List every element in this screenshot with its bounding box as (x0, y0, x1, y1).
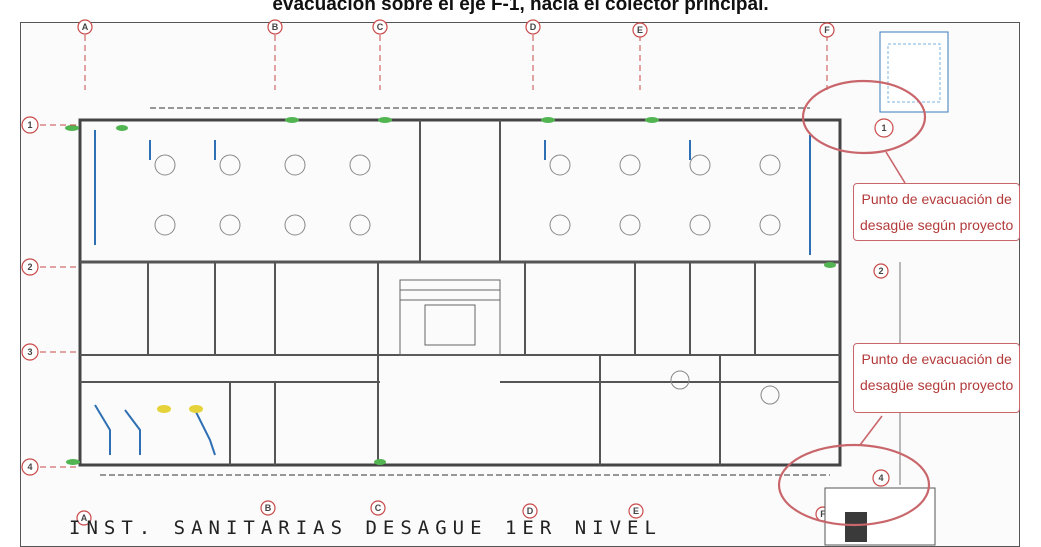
callout-evacuation-top: Punto de evacuación de desagüe según pro… (853, 183, 1021, 241)
axis-label: B (265, 503, 272, 513)
callout-evacuation-bottom: Punto de evacuación de desagüe según pro… (853, 343, 1021, 413)
title-block (824, 487, 936, 546)
axis-label: 4 (27, 462, 32, 472)
axis-label: E (633, 506, 639, 516)
drain-pipes (94, 130, 811, 456)
axis-label: A (81, 513, 88, 523)
axis-label: F (824, 25, 830, 35)
drawing-sheet (20, 22, 1020, 547)
axis-label: 1 (881, 123, 886, 133)
stair (399, 279, 501, 356)
axis-label: B (272, 22, 279, 32)
callout-line: desagüe según proyecto (860, 217, 1014, 233)
drawing-title: INST. SANITARIAS DESAGUE 1ER NIVEL (69, 517, 662, 539)
legend-block (879, 31, 949, 113)
axis-label: 2 (27, 262, 32, 272)
header-text: evacuación sobre el eje F-1, hacia el co… (272, 0, 769, 15)
green-markers (65, 117, 836, 465)
building-outline (78, 118, 842, 467)
callout-line: Punto de evacuación de (861, 191, 1012, 207)
highlight-ellipse-bottom (777, 443, 931, 527)
axis-bubbles (21, 19, 894, 526)
callout-line: Punto de evacuación de (861, 351, 1012, 367)
highlight-ellipse-top (801, 79, 927, 155)
axis-label: 4 (878, 473, 883, 483)
axis-label: 2 (878, 266, 883, 276)
callout-leader (885, 151, 906, 184)
axis-label: E (637, 25, 643, 35)
yellow-markers (157, 405, 203, 413)
legend-block-lines (887, 43, 941, 103)
axis-label: 3 (27, 347, 32, 357)
axis-label: C (375, 503, 382, 513)
axis-label: 1 (27, 120, 32, 130)
axis-label: C (377, 22, 384, 32)
axis-label: A (82, 22, 89, 32)
axis-label: D (530, 22, 537, 32)
axis-label: D (527, 506, 534, 516)
title-block-logo (845, 512, 867, 542)
furniture (154, 154, 781, 405)
callout-line: desagüe según proyecto (860, 377, 1014, 393)
axis-label: F (820, 509, 826, 519)
callout-leader (859, 415, 883, 446)
